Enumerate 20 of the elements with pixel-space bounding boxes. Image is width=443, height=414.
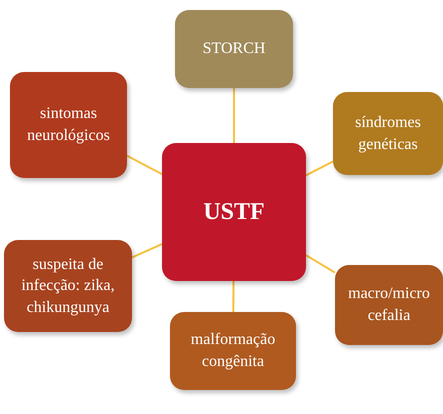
- connector-line: [232, 281, 234, 312]
- central-label: USTF: [203, 198, 265, 227]
- topic-label: suspeita de infecção: zika, chikungunya: [20, 254, 116, 318]
- topic-label: síndromes genéticas: [354, 112, 422, 154]
- connector-line: [306, 160, 334, 176]
- topic-label: sintomas neurológicos: [26, 104, 111, 146]
- connector-line: [305, 254, 336, 274]
- topic-box: [4, 240, 132, 332]
- connector-line: [233, 88, 235, 143]
- topic-box: [170, 312, 296, 390]
- connector-line: [132, 243, 162, 258]
- topic-box: [10, 72, 127, 178]
- topic-label: malformação congênita: [190, 330, 276, 372]
- topic-box: [175, 10, 293, 88]
- connector-line: [126, 154, 162, 176]
- central-box: [162, 143, 306, 281]
- topic-box: [333, 92, 443, 175]
- topic-label: macro/micro cefalia: [347, 284, 431, 326]
- topic-label: STORCH: [202, 39, 266, 60]
- topic-box: [335, 265, 443, 345]
